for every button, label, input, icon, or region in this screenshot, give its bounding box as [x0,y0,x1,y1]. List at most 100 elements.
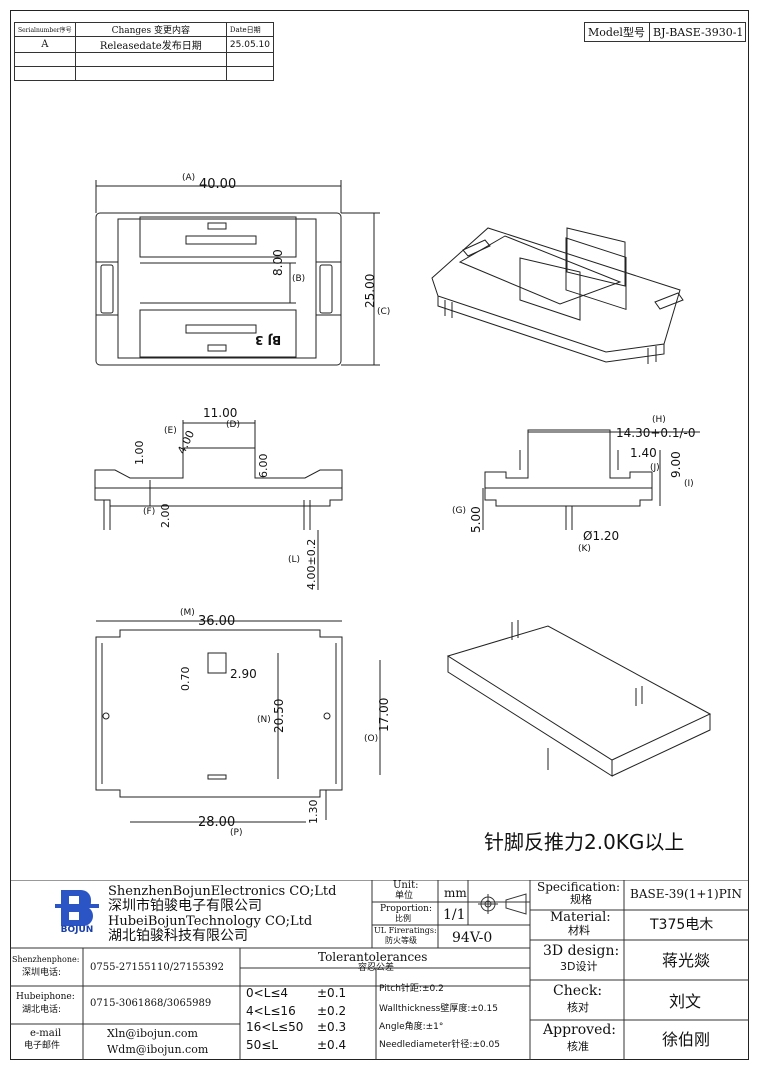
company-name-sz-cn: 深圳市铂骏电子有限公司 [108,898,262,914]
tolerance-range-4: 50≤L [246,1038,279,1052]
email-link-2[interactable]: Wdm@ibojun.com [107,1043,209,1056]
bottom-view-hole [102,712,110,720]
tolerance-value-4: ±0.4 [317,1038,347,1052]
top-view-slot [207,344,227,352]
iso-base-edge [437,296,665,363]
spec-label-en: Specification: [537,880,621,894]
top-view-pin-right [319,264,333,314]
tolerance-title-cn: 容忍公差 [358,963,395,973]
tolerance-note-angle: Angle角度:±1° [379,1022,444,1032]
dim-label-l: (L) [288,555,301,565]
dim-value-o-text: 17.00 [377,697,391,732]
tolerance-range-2: 4<L≤16 [246,1004,296,1018]
fire-label-en: UL Fireratings: [374,926,437,935]
hb-phone-label: Hubeiphone: [16,992,75,1002]
unit-value: mm [444,886,467,900]
top-view-slot [185,324,257,334]
top-view-lower-plate [139,309,297,358]
dim-value-k: Ø1.20 [583,529,620,543]
pin-force-note: 针脚反推力2.0KG以上 [484,830,685,854]
dim-label-h: (H) [652,415,666,425]
proportion-value: 1/1 [443,907,466,923]
dim-value-n-text: 20.50 [272,698,286,733]
approved-label-en: Approved: [543,1022,617,1038]
company-name-sz-en: ShenzhenBojunElectronics CO;Ltd [108,884,337,899]
iso2-edge [447,656,613,777]
sz-phone-value: 0755-27155110/27155392 [90,962,224,973]
tolerance-value-3: ±0.3 [317,1020,347,1034]
model-label: Model型号 [588,26,645,39]
dim-value-g: 5.00 [469,506,483,533]
dim-value-h3-text: 6.00 [257,453,270,479]
iso-base-outline [431,227,681,353]
logo-text: BOJUN [60,925,94,935]
dim-value-i: 9.00 [669,451,683,478]
design-label-cn: 3D设计 [560,960,598,973]
fire-label-cn: 防火等级 [385,936,417,945]
approved-label-cn: 核准 [567,1040,589,1053]
drawing-frame [10,10,749,1060]
dim-value-a: 40.00 [199,177,237,192]
email-label: e-mail [30,1028,62,1039]
material-label-cn: 材料 [568,924,590,937]
dim-value-l-text: 4.00±0.2 [305,538,318,590]
dim-label-a: (A) [182,173,196,183]
tolerance-value-2: ±0.2 [317,1004,347,1018]
dim-value-h2-text: 2.00 [159,503,172,529]
top-view-slot [207,222,227,230]
hb-phone-label-cn: 湖北电话: [22,1005,62,1015]
tolerance-value-1: ±0.1 [317,986,347,1000]
dim-value-q3: 1.30 [307,799,320,825]
rev-empty-cell [74,66,227,81]
dim-label-i: (I) [684,479,694,489]
spec-value: BASE-39(1+1)PIN [630,887,743,901]
iso2-edge [611,714,711,777]
technical-drawing [94,180,712,823]
check-label-cn: 核对 [567,1001,589,1014]
logo-hole [69,896,79,904]
dim-label-e: (E) [164,426,177,436]
bottom-view-slot [207,652,227,674]
material-label-en: Material: [550,910,611,925]
fire-value: 94V-0 [452,930,493,946]
company-name-hb-cn: 湖北铂骏科技有限公司 [108,928,248,944]
dim-label-n: (N) [257,715,271,725]
hb-phone-value: 0715-3061868/3065989 [90,998,212,1009]
iso-plate-lower [519,257,581,321]
dim-value-q1-text: 0.70 [179,666,192,692]
check-label-en: Check: [553,983,603,999]
iso2-top [446,625,712,761]
dim-value-b-text: 8.00 [271,249,285,276]
logo-bar [55,904,99,908]
iso-contact [462,239,491,257]
dim-label-o: (O) [364,734,379,744]
dim-label-g: (G) [452,506,466,516]
model-box: Model型号 BJ-BASE-3930-1 [584,22,746,42]
proportion-label-en: Proportion: [380,904,433,914]
iso-plate-back [566,227,626,287]
proportion-label-cn: 比例 [395,914,411,923]
dim-value-c: 25.00 [363,274,377,308]
dim-label-f: (F) [143,507,156,517]
bojun-logo: BOJUN [55,890,99,936]
design-value: 蒋光燚 [662,951,711,970]
email-link-1[interactable]: Xln@ibojun.com [107,1027,198,1040]
bottom-view-outline [95,629,343,798]
sz-phone-label-cn: 深圳电话: [22,968,62,978]
spec-label-cn: 规格 [570,893,592,906]
tolerance-range-3: 16<L≤50 [246,1020,304,1034]
dim-value-h1-text: 1.00 [133,440,146,466]
unit-label-en: Unit: [393,880,419,891]
title-block-grid [10,880,749,1060]
model-divider [649,23,650,41]
dim-value-h1: 1.00 [133,440,146,466]
top-view-upper-plate [139,216,297,258]
bj-mark: BJ 3 [255,333,282,347]
top-view-slot [185,235,257,245]
dim-value-j: 1.40 [630,446,657,460]
dim-value-q3-text: 1.30 [307,799,320,825]
dim-value-o: 17.00 [377,697,391,732]
dim-label-c: (C) [377,307,391,317]
material-value: T375电木 [650,917,714,933]
dim-label-b: (B) [292,274,306,284]
